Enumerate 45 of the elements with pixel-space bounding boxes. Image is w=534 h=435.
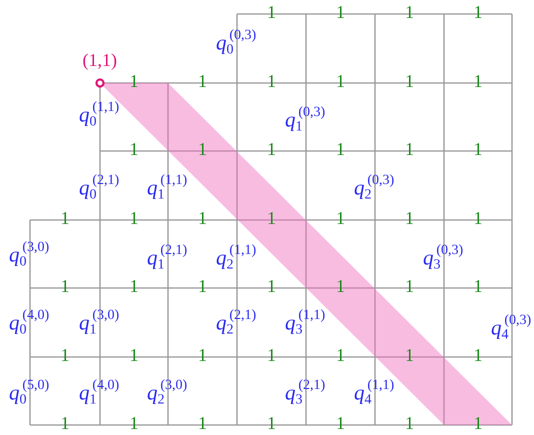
weight-number: 1 [267,414,276,432]
point-label: (1,1) [82,50,117,70]
weight-number: 1 [405,277,414,295]
weight-number: 1 [405,140,414,158]
weight-number: 1 [267,277,276,295]
weight-number: 1 [130,346,138,364]
weight-number: 1 [336,140,345,158]
weight-number: 1 [474,140,482,158]
weight-number: 1 [267,72,276,90]
weight-number: 1 [130,72,138,90]
weight-number: 1 [336,209,345,227]
weight-number: 1 [130,140,138,158]
weight-number: 1 [60,346,70,364]
weight-number: 1 [267,209,276,227]
weight-number: 1 [474,414,482,432]
weight-number: 1 [336,72,345,90]
weight-number: 1 [198,414,207,432]
weight-number: 1 [474,3,482,21]
weight-number: 1 [267,3,276,21]
weight-number: 1 [267,346,276,364]
weight-number: 1 [336,3,345,21]
weight-number: 1 [336,346,345,364]
weight-number: 1 [405,209,414,227]
weight-number: 1 [60,414,70,432]
weight-number: 1 [198,346,207,364]
weight-number: 1 [405,72,414,90]
weight-number: 1 [336,277,345,295]
weight-number: 1 [405,346,414,364]
weight-number: 1 [198,72,207,90]
weight-number: 1 [198,140,207,158]
weight-number: 1 [267,140,276,158]
weight-number: 1 [198,209,207,227]
weight-number: 1 [60,209,70,227]
weight-number: 1 [405,3,414,21]
weight-number: 1 [474,209,482,227]
weight-number: 1 [474,72,482,90]
weight-number: 1 [60,277,70,295]
weight-number: 1 [130,414,138,432]
weight-number: 1 [405,414,414,432]
weight-number: 1 [130,209,138,227]
weight-number: 1 [336,414,345,432]
weight-number: 1 [474,346,482,364]
weight-number: 1 [130,277,138,295]
weight-number: 1 [474,277,482,295]
weight-number: 1 [198,277,207,295]
